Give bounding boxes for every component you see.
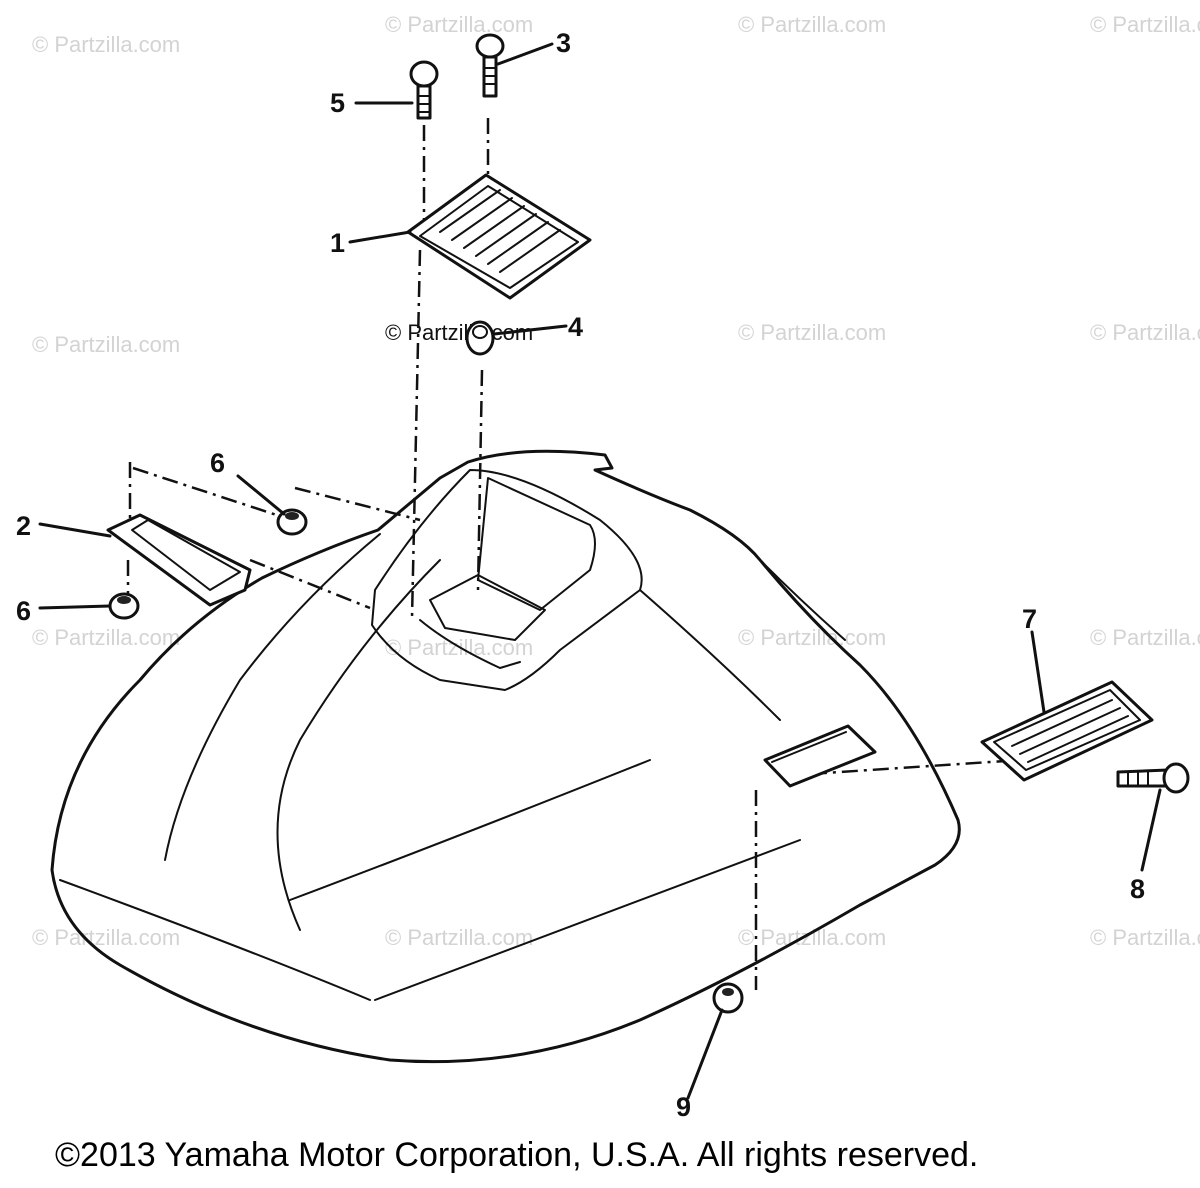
- leader-lines: [38, 42, 1162, 1100]
- callout-5: 5: [330, 88, 345, 118]
- callout-9: 9: [676, 1092, 691, 1122]
- part-2-plate: [106, 513, 252, 607]
- watermark: © Partzilla.com: [1090, 320, 1200, 345]
- watermark: © Partzilla.com: [32, 625, 180, 650]
- fasteners: [108, 33, 1190, 1014]
- callouts: 5 3 1 4 6 2 6 7 8 9: [16, 28, 1145, 1122]
- watermark: © Partzilla.com: [1090, 625, 1200, 650]
- callout-7: 7: [1022, 604, 1037, 634]
- callout-2: 2: [16, 511, 31, 541]
- copyright-notice: ©2013 Yamaha Motor Corporation, U.S.A. A…: [55, 1136, 979, 1174]
- watermark: © Partzilla.com: [1090, 12, 1200, 37]
- part-1-vent: [406, 173, 592, 300]
- watermark: © Partzilla.com: [738, 625, 886, 650]
- callout-3: 3: [556, 28, 571, 58]
- watermark: © Partzilla.com: [385, 12, 533, 37]
- part-6-grommet-lower: [108, 592, 140, 620]
- watermark: © Partzilla.com: [738, 320, 886, 345]
- part-3-bolt: [475, 33, 505, 98]
- callout-6-lower: 6: [16, 596, 31, 626]
- part-4-grommet: [465, 320, 495, 356]
- watermark-layer: © Partzilla.com © Partzilla.com © Partzi…: [32, 12, 1200, 950]
- part-8-screw: [1116, 762, 1190, 794]
- part-9-grommet: [712, 982, 744, 1014]
- callout-6-upper: 6: [210, 448, 225, 478]
- watermark: © Partzilla.com: [738, 12, 886, 37]
- watermark: © Partzilla.com: [738, 925, 886, 950]
- part-6-grommet-upper: [276, 508, 308, 536]
- part-5-bolt: [409, 60, 439, 120]
- watermark: © Partzilla.com: [32, 32, 180, 57]
- part-7-vent: [980, 680, 1154, 782]
- callout-1: 1: [330, 228, 345, 258]
- callout-4: 4: [568, 312, 583, 342]
- hood-body: [50, 449, 961, 1064]
- watermark: © Partzilla.com: [32, 332, 180, 357]
- watermark: © Partzilla.com: [32, 925, 180, 950]
- watermark: © Partzilla.com: [1090, 925, 1200, 950]
- watermark: © Partzilla.com: [385, 925, 533, 950]
- callout-8: 8: [1130, 874, 1145, 904]
